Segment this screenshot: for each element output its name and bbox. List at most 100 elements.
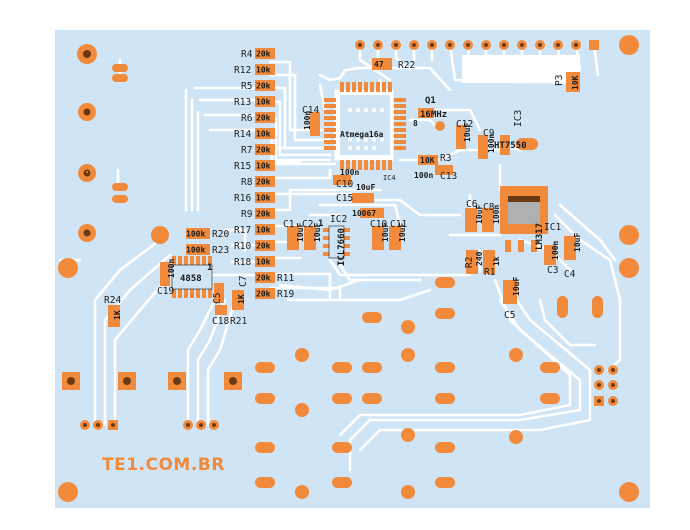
C5-label: C5 bbox=[504, 310, 515, 321]
C7-label: C7 bbox=[238, 276, 249, 287]
IC3-label: IC3 bbox=[513, 110, 524, 127]
mux-part: 4858 bbox=[180, 274, 202, 284]
C2-value: 10uF bbox=[313, 223, 322, 242]
R14-value: 10k bbox=[256, 130, 271, 139]
IC3-part: HT7550 bbox=[494, 141, 527, 151]
mcu-cap-value: 100n bbox=[340, 168, 359, 177]
mount-hole bbox=[619, 225, 639, 245]
R4-value: 20k bbox=[256, 50, 271, 59]
R6-label: R6 bbox=[241, 113, 253, 124]
Q1-label: Q1 bbox=[425, 96, 436, 106]
resistor-column bbox=[255, 48, 275, 299]
C14-value: 100n bbox=[303, 111, 312, 130]
R20-value: 100k bbox=[186, 230, 205, 239]
R18-value: 10k bbox=[256, 258, 271, 267]
R22-label: R22 bbox=[398, 60, 415, 71]
R22-value: 47 bbox=[374, 60, 384, 69]
C10-value: 10uF bbox=[356, 183, 375, 192]
R10-label: R10 bbox=[234, 241, 251, 252]
C9-value: 100n bbox=[487, 134, 496, 153]
R17-label: R17 bbox=[234, 225, 251, 236]
C11-value: 10uF bbox=[398, 223, 407, 242]
via bbox=[509, 348, 523, 362]
IC2-label: IC2 bbox=[330, 214, 347, 225]
R7-label: R7 bbox=[241, 145, 252, 156]
R21-value: 1K bbox=[237, 294, 246, 304]
mcu-atmega16a bbox=[324, 82, 406, 170]
via bbox=[509, 430, 523, 444]
R11-value: 20k bbox=[256, 274, 271, 283]
R9-value: 20k bbox=[256, 210, 271, 219]
C1-value: 10uF bbox=[296, 223, 305, 242]
traces bbox=[58, 43, 622, 472]
C5b-label: C5 bbox=[212, 293, 223, 304]
R21-label: R21 bbox=[230, 316, 247, 327]
R5-label: R5 bbox=[241, 81, 252, 92]
via bbox=[86, 171, 88, 173]
C6-value: 10uF bbox=[475, 205, 484, 224]
C1-label: C1 bbox=[283, 219, 295, 230]
via bbox=[295, 348, 309, 362]
C19-value: 100n bbox=[167, 259, 176, 278]
R14-label: R14 bbox=[234, 129, 251, 140]
via bbox=[401, 320, 415, 334]
IC4-label: IC4 bbox=[383, 174, 396, 182]
C9-label: C9 bbox=[483, 128, 495, 139]
R13-value: 10k bbox=[256, 98, 271, 107]
R19-label: R19 bbox=[277, 289, 294, 300]
C19-label: C19 bbox=[157, 286, 174, 297]
R19-value: 20k bbox=[256, 290, 271, 299]
R11-label: R11 bbox=[277, 273, 294, 284]
mount-hole bbox=[619, 482, 639, 502]
mount-hole bbox=[619, 258, 639, 278]
R24-value: 1K bbox=[113, 310, 122, 320]
C3-label: C3 bbox=[547, 265, 558, 276]
R1-value: 1k bbox=[492, 256, 501, 266]
C4-value: 10uF bbox=[573, 233, 582, 252]
R6-value: 20k bbox=[256, 114, 271, 123]
C6-label: C6 bbox=[466, 199, 478, 210]
R24-label: R24 bbox=[104, 295, 121, 306]
C12-value: 10uF bbox=[463, 123, 472, 142]
R18-label: R18 bbox=[234, 257, 251, 268]
R4-label: R4 bbox=[241, 49, 253, 60]
C12-label: C12 bbox=[456, 119, 473, 130]
mount-hole bbox=[58, 482, 78, 502]
via bbox=[401, 485, 415, 499]
IC2-part: ICL7660 bbox=[337, 228, 347, 266]
via bbox=[295, 485, 309, 499]
mux-pin1: 1 bbox=[207, 263, 212, 273]
C3-value: 100n bbox=[551, 241, 560, 260]
R5-value: 20k bbox=[256, 82, 271, 91]
R16-value: 10k bbox=[256, 194, 271, 203]
R3-label: R3 bbox=[440, 153, 451, 164]
C13-label: C13 bbox=[440, 171, 457, 182]
R17-value: 10k bbox=[256, 226, 271, 235]
mcu-label: Atmega16a bbox=[340, 130, 384, 139]
via bbox=[151, 226, 169, 244]
connector-area bbox=[462, 55, 580, 83]
mount-hole bbox=[58, 258, 78, 278]
mount-hole bbox=[619, 35, 639, 55]
IC1-label: IC1 bbox=[544, 222, 561, 233]
C15-label: C15 bbox=[336, 193, 353, 204]
P3-res-value: 10K bbox=[571, 75, 580, 90]
R15-value: 10k bbox=[256, 162, 271, 171]
via bbox=[401, 348, 415, 362]
C10c-value: 10uF bbox=[381, 223, 390, 242]
R13-label: R13 bbox=[234, 97, 251, 108]
C2-label: C2 bbox=[302, 219, 313, 230]
R8-label: R8 bbox=[241, 177, 253, 188]
C10-label: C10 bbox=[336, 179, 353, 190]
C11-label: C11 bbox=[390, 219, 407, 230]
IC2-pin1: 1 bbox=[318, 219, 323, 229]
R12-label: R12 bbox=[234, 65, 251, 76]
R1-label: R1 bbox=[484, 267, 496, 278]
R2-label: R2 bbox=[464, 257, 475, 268]
R3-value: 10K bbox=[420, 156, 435, 165]
mounting-holes bbox=[58, 35, 639, 502]
xtal-pin: 8 bbox=[413, 119, 418, 128]
via bbox=[295, 403, 309, 417]
C15-value: 10067 bbox=[352, 209, 376, 218]
